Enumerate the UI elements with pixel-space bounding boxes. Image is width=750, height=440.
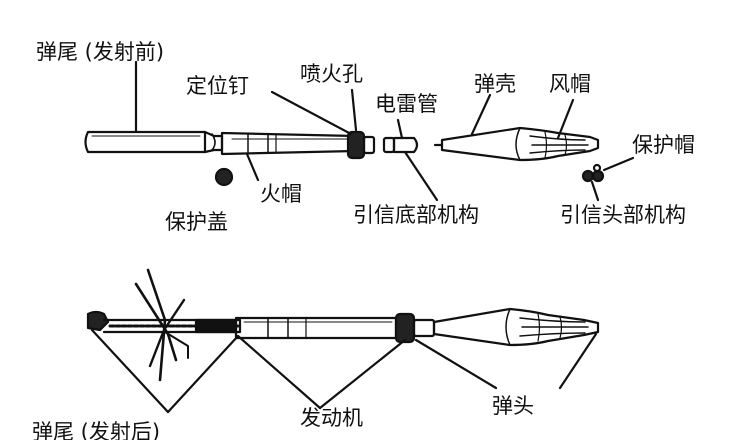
motor-body-top: [220, 131, 357, 156]
warhead-top: [433, 126, 600, 162]
label-wind-cap: 风帽: [549, 72, 591, 96]
label-nozzle-hole: 喷火孔: [300, 62, 363, 86]
protective-cover-part: [214, 167, 234, 187]
tail-tube-top: [84, 130, 207, 154]
label-tail-before-launch: 弹尾 (发射前): [36, 40, 165, 64]
label-detonator: 电雷管: [375, 92, 438, 116]
label-fuze-head: 引信头部机构: [560, 203, 686, 227]
coupling-top: [203, 130, 224, 154]
warhead-bottom: [432, 307, 600, 347]
label-fuze-base: 引信底部机构: [353, 203, 479, 227]
fuze-base-part-top: [382, 136, 419, 154]
motor-body-bottom: [234, 316, 398, 340]
tail-fins-bottom: [86, 268, 242, 382]
nozzle-ring-bottom: [394, 312, 436, 344]
label-protective-cover: 保护盖: [165, 210, 228, 234]
label-positioning-nail: 定位钉: [186, 74, 249, 98]
label-fire-cap: 火帽: [260, 182, 302, 206]
nozzle-ring-top: [346, 130, 376, 160]
label-warhead: 弹头: [492, 394, 534, 418]
label-motor: 发动机: [300, 406, 363, 430]
label-tail-after-launch: 弹尾 (发射后): [32, 420, 161, 440]
protective-cap-part: [581, 163, 605, 183]
label-shell: 弹壳: [474, 72, 516, 96]
label-protective-cap: 保护帽: [632, 133, 695, 157]
